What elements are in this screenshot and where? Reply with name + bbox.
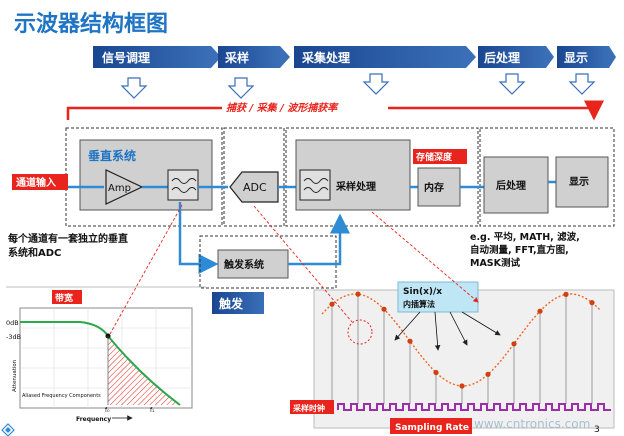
stage-header-acquisition: 采集处理 [294,46,476,68]
page-title: 示波器结构框图 [14,11,168,37]
down-arrow-icon [227,77,255,99]
y-axis-label: Attenuation [12,359,18,392]
x-tick-f1: f₁ [150,407,155,414]
memory-depth-box [413,149,467,164]
sample-lines [331,294,593,404]
capture-rate-label: 捕获 / 采集 / 波形捕获率 [226,102,339,114]
sample-clock-label: 采样时钟 [292,403,325,413]
sample-point [381,306,387,312]
stage-header-label: 后处理 [484,50,520,65]
post-note-line2: 自动测量, FFT,直方图, [470,244,569,256]
stage-header-label: 信号调理 [102,50,150,65]
sample-point [589,300,595,306]
trigger-path [178,202,219,274]
display-block [555,156,609,208]
y-tick-3db: -3dB [6,333,21,341]
vertical-system-label: 垂直系统 [88,148,136,163]
sample-point [433,369,439,376]
post-processing-label: 后处理 [496,179,526,192]
sample-clock-waveform [337,403,611,411]
sample-clock-box [290,400,334,414]
trigger-system-label: 触发系统 [223,258,264,271]
post-processing-block [483,156,549,214]
page-number: 3 [594,425,600,435]
trigger-label-box [212,292,264,314]
down-arrow-icon [568,73,596,95]
sample-point [563,291,569,297]
bandwidth-label-box [52,290,82,304]
channel-input-label: 通道输入 [16,176,56,189]
amp-triangle [105,169,144,205]
memory-depth-label: 存储深度 [416,151,453,163]
stage-header-sampling: 采样 [218,46,290,68]
down-arrow-icon [120,77,148,99]
memory-label: 内存 [424,181,444,194]
stage-header-post-processing: 后处理 [478,46,554,68]
aliased-label: Aliased Frequency Components [22,393,101,399]
logo-icon [1,423,15,436]
outline-sampling [223,127,285,227]
trigger-path [288,213,350,266]
sample-point [459,383,465,389]
acq-filter-box [299,169,331,201]
stage-header-display: 显示 [557,46,616,68]
outline-conditioning [65,127,223,227]
filter-icon [171,178,197,193]
filter-box [167,169,199,201]
sinx-label-line2: 内插算法 [403,299,435,309]
channel-note-line2: 系统和ADC [8,246,61,259]
stage-header-label: 采集处理 [301,50,350,65]
outline-acquisition [285,127,479,227]
bandwidth-label: 带宽 [55,292,73,304]
sample-point [537,308,543,314]
watermark: www.cntronics.com [474,417,590,431]
sinx-label-box [397,281,479,313]
sample-point [485,371,491,377]
stage-header-signal-conditioning: 信号调理 [93,46,221,68]
stage-header-label: 采样 [224,50,249,65]
trigger-system-block [217,249,289,279]
sample-points [329,291,595,389]
stage-header-label: 显示 [564,51,588,65]
sample-point [355,291,361,297]
highlight-circle [347,319,373,345]
post-note-line1: e.g. 平均, MATH, 滤波, [470,231,580,243]
down-arrow-icon [362,73,390,95]
memory-block [417,167,461,207]
adc-label: ADC [243,181,267,194]
capture-rate-arrow: 捕获 / 采集 / 波形捕获率 [66,100,604,121]
sinx-label-line1: Sin(x)/x [403,287,442,297]
trigger-outline [199,235,337,289]
filter-icon [303,178,329,193]
sample-point [329,301,335,307]
bandwidth-chart: 带宽 0dB -3dB Attenuation Aliased Frequenc… [6,286,206,423]
x-tick-f0: f₀ [105,407,110,414]
down-arrow-icon [498,73,526,95]
sample-point [511,341,517,347]
post-note-line3: MASK测试 [470,257,521,269]
outline-post-display [479,127,615,227]
connector-lines [109,204,479,335]
acquisition-label: 采样处理 [335,180,376,193]
sample-point [407,338,413,344]
channel-input-box [12,174,68,190]
stage-headers: 信号调理 采样 采集处理 后处理 显示 [93,46,616,68]
sampling-rate-label: Sampling Rate [395,423,469,433]
x-axis-label: Frequency [76,416,111,423]
amp-label: Amp [108,183,131,194]
channel-note-line1: 每个通道有一套独立的垂直 [8,232,128,245]
sampling-panel: Sin(x)/x 内插算法 采样时钟 Sampling Rate www.cnt… [290,281,615,434]
trigger-label: 触发 [219,296,244,311]
down-arrows [120,73,596,99]
y-tick-0db: 0dB [6,319,19,327]
sampling-rate-box [390,418,472,434]
stage-outlines [65,127,615,227]
aliased-region [108,336,180,405]
display-label: 显示 [569,176,589,188]
